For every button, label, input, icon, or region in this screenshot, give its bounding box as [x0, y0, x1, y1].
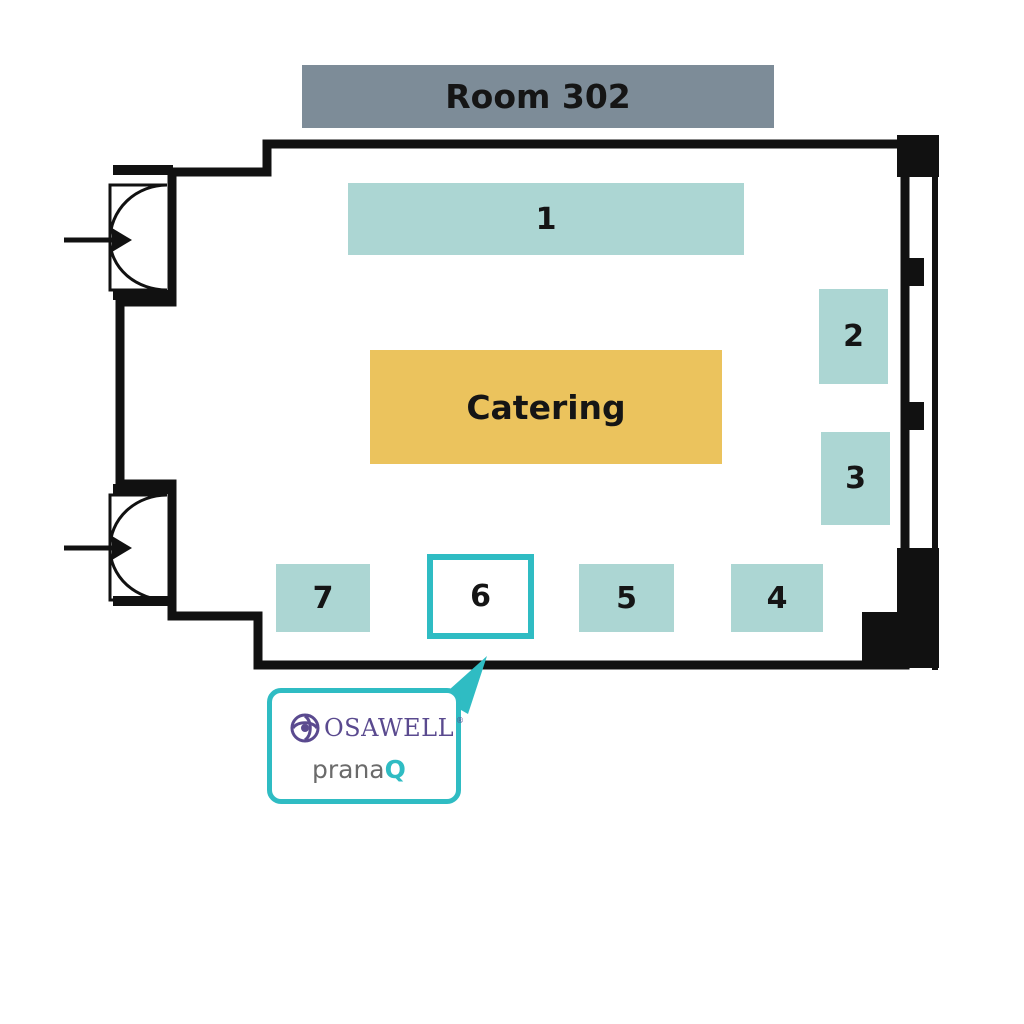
- pranaq-suffix: Q: [384, 755, 406, 784]
- booth-6-shape: [427, 554, 534, 639]
- booth-number: 2: [843, 319, 864, 354]
- booth-6-highlighted[interactable]: 6: [430, 557, 531, 636]
- booth-5[interactable]: 5: [579, 564, 674, 632]
- entry-arrow-icon: [64, 536, 132, 560]
- wall-block-right-1: [908, 258, 924, 286]
- catering-label: Catering: [466, 387, 626, 427]
- exhibitor-callout: OSAWELL® pranaQ: [267, 688, 464, 804]
- pranaq-brand: pranaQ: [312, 755, 406, 784]
- booth-3[interactable]: 3: [821, 432, 890, 525]
- room-banner-bg: [302, 65, 774, 128]
- wall-pillar-bottom-right-2: [862, 612, 898, 664]
- booth-number: 7: [312, 580, 334, 616]
- osawell-brand: OSAWELL®: [290, 713, 464, 743]
- door-frame-top: [113, 165, 173, 175]
- booth-1-shape: [348, 183, 744, 255]
- entry-arrow-icon: [64, 228, 132, 252]
- door-frame-bottom: [113, 484, 173, 494]
- booth-7[interactable]: 7: [276, 564, 370, 632]
- booth-number: 5: [616, 580, 637, 616]
- room-title: Room 302: [445, 77, 631, 116]
- booth-4-shape: [731, 564, 823, 632]
- booth-number: 4: [766, 580, 788, 616]
- registered-mark: ®: [456, 715, 465, 725]
- booth-1[interactable]: 1: [348, 183, 744, 255]
- booth-number: 1: [535, 201, 557, 237]
- door-frame-top-2: [113, 290, 173, 300]
- booth-3-shape: [821, 432, 890, 525]
- booth-2-shape: [819, 289, 888, 384]
- booth-5-shape: [579, 564, 674, 632]
- catering-area[interactable]: Catering: [370, 350, 722, 464]
- osawell-wordmark: OSAWELL: [324, 714, 455, 742]
- pranaq-prefix: prana: [312, 755, 385, 784]
- booth-2[interactable]: 2: [819, 289, 888, 384]
- booth-number: 3: [845, 461, 866, 496]
- booth-4[interactable]: 4: [731, 564, 823, 632]
- booth-7-shape: [276, 564, 370, 632]
- booth-number: 6: [470, 579, 491, 614]
- osawell-logo-icon: [290, 713, 320, 743]
- catering-shape: [370, 350, 722, 464]
- wall-block-right-2: [908, 402, 924, 430]
